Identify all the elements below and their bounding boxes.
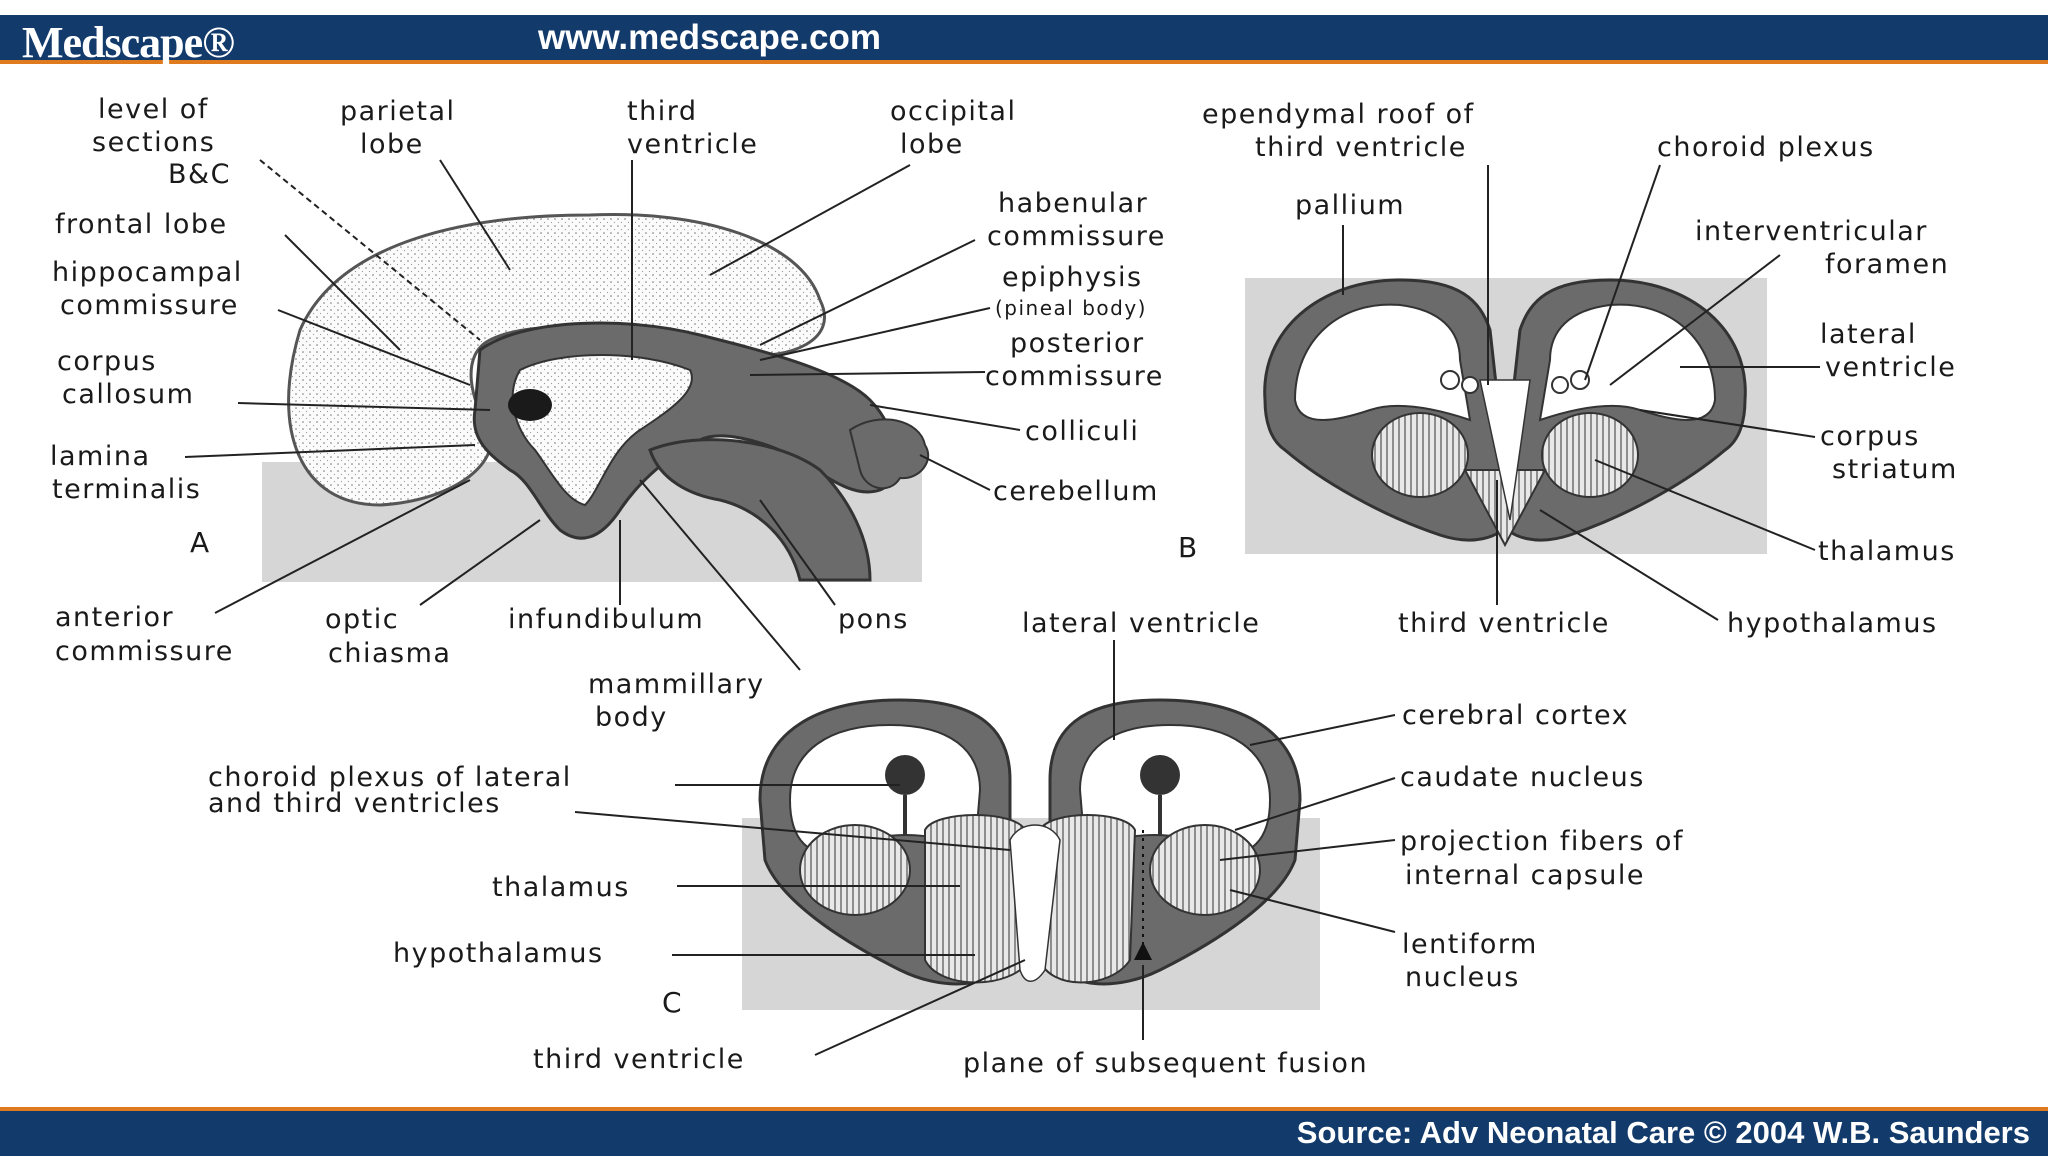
label-third-ventricle-b: third ventricle xyxy=(1398,608,1610,639)
label-lateral-ventricle-c: lateral ventricle xyxy=(1022,608,1260,639)
label-thalamus-c: thalamus xyxy=(492,872,630,903)
footer-bar: Source: Adv Neonatal Care © 2004 W.B. Sa… xyxy=(0,1107,2048,1156)
label-choroid-plexus-c: choroid plexus of lateral and third vent… xyxy=(208,762,582,819)
label-plane-of-fusion: plane of subsequent fusion xyxy=(963,1048,1368,1079)
label-habenular-commissure: habenular commissure xyxy=(987,188,1166,252)
label-lentiform-nucleus: lentiform nucleus xyxy=(1402,929,1548,993)
panel-c-labels: lateral ventricle cerebral cortex choroi… xyxy=(208,608,1694,1079)
label-ependymal-roof: ependymal roof of third ventricle xyxy=(1202,99,1485,163)
panel-b-labels: ependymal roof of third ventricle choroi… xyxy=(1202,99,1958,639)
label-epiphysis: epiphysis (pineal body) xyxy=(995,262,1153,320)
panel-a-drawing xyxy=(262,212,930,582)
label-interventricular-foramen: interventricular foramen xyxy=(1695,216,1949,280)
label-lamina-terminalis: lamina terminalis xyxy=(50,441,201,505)
label-pons: pons xyxy=(838,604,909,635)
label-colliculi: colliculi xyxy=(1025,416,1139,447)
label-hippocampal-commissure: hippocampal commissure xyxy=(52,257,253,321)
label-cerebellum: cerebellum xyxy=(993,476,1159,507)
label-infundibulum: infundibulum xyxy=(508,604,704,635)
panel-b-drawing xyxy=(1245,278,1767,554)
panel-b-letter: B xyxy=(1178,531,1197,564)
header-bar: Medscape® www.medscape.com xyxy=(0,15,2048,67)
label-hypothalamus-c: hypothalamus xyxy=(393,938,604,969)
leader-lines xyxy=(184,159,1820,1056)
label-occipital-lobe: occipital lobe xyxy=(890,96,1027,160)
panel-a-labels: level of sections B&C parietal lobe thir… xyxy=(50,94,1166,733)
label-corpus-striatum: corpus striatum xyxy=(1820,421,1958,485)
label-posterior-commissure: posterior commissure xyxy=(985,328,1164,392)
label-parietal-lobe: parietal lobe xyxy=(340,96,466,160)
label-level-of-sections: level of sections B&C xyxy=(92,94,231,190)
label-anterior-commissure: anterior commissure xyxy=(55,602,234,667)
header-url[interactable]: www.medscape.com xyxy=(538,18,881,57)
panel-c-drawing xyxy=(742,698,1320,1010)
label-third-ventricle-c: third ventricle xyxy=(533,1044,745,1075)
label-optic-chiasma: optic chiasma xyxy=(325,604,451,669)
label-choroid-plexus-b: choroid plexus xyxy=(1657,132,1875,163)
medscape-logo: Medscape® xyxy=(22,18,235,67)
label-hypothalamus-b: hypothalamus xyxy=(1727,608,1938,639)
label-thalamus-b: thalamus xyxy=(1818,536,1956,567)
label-lateral-ventricle-b: lateral ventricle xyxy=(1820,319,1956,383)
label-corpus-callosum: corpus callosum xyxy=(57,346,194,410)
label-frontal-lobe: frontal lobe xyxy=(55,209,228,240)
panel-a-letter: A xyxy=(190,526,209,559)
label-projection-fibers: projection fibers of internal capsule xyxy=(1400,826,1694,891)
panel-c-letter: C xyxy=(662,986,682,1019)
label-pallium: pallium xyxy=(1295,190,1405,221)
label-caudate-nucleus: caudate nucleus xyxy=(1400,762,1645,793)
label-third-ventricle-a: third ventricle xyxy=(627,96,758,160)
label-mammillary-body: mammillary body xyxy=(588,669,775,733)
label-cerebral-cortex: cerebral cortex xyxy=(1402,700,1629,731)
source-credit: Source: Adv Neonatal Care © 2004 W.B. Sa… xyxy=(1296,1115,2030,1150)
